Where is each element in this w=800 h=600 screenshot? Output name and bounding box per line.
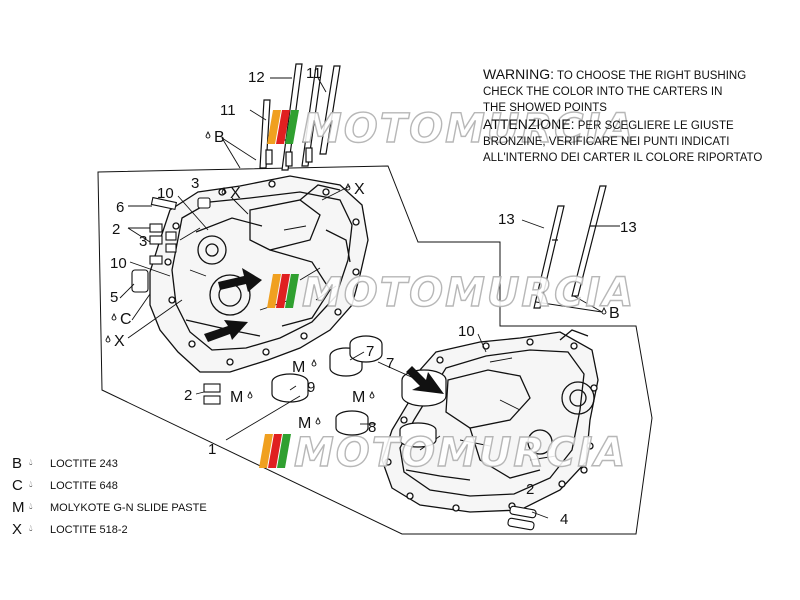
callout-x-left: X <box>114 333 125 350</box>
drop-icon: 💧︎ <box>29 523 33 533</box>
callout-labels: 12 11 11 B 3 X X 6 10 2 3 10 5 C X 13 13… <box>110 65 637 528</box>
warning-note: WARNING: TO CHOOSE THE RIGHT BUSHING CHE… <box>483 66 793 166</box>
legend-code: X <box>12 521 23 538</box>
leader-lines <box>119 77 620 519</box>
callout-7-b: 7 <box>386 355 394 372</box>
watermark-text: MOTOMURCIA <box>301 269 636 316</box>
watermark-text: MOTOMURCIA <box>293 429 628 476</box>
callout-x-top-2: X <box>354 181 365 198</box>
callout-3-top: 3 <box>191 175 199 192</box>
left-crankcase-half <box>149 175 369 373</box>
warning-line-it-3: ALL'INTERNO DEI CARTER IL COLORE RIPORTA… <box>483 152 763 164</box>
legend-row: B 💧︎ LOCTITE 243 <box>12 455 252 477</box>
sealant-legend: B 💧︎ LOCTITE 243 C 💧︎ LOCTITE 648 M 💧︎ M… <box>12 455 252 543</box>
callout-7-a: 7 <box>366 343 374 360</box>
callout-m-4: M <box>298 415 311 432</box>
callout-2-a: 2 <box>112 221 120 238</box>
callout-4: 4 <box>560 511 568 528</box>
legend-row: X 💧︎ LOCTITE 518-2 <box>12 521 252 543</box>
callout-b-top: B <box>214 129 225 146</box>
warning-it-head: ATTENZIONE: <box>483 116 575 132</box>
callout-10-c: 10 <box>458 323 475 340</box>
drop-glyphs <box>105 130 607 425</box>
watermark-flag-icon <box>267 110 300 144</box>
legend-row: C 💧︎ LOCTITE 648 <box>12 477 252 499</box>
callout-2-c: 2 <box>526 481 534 498</box>
warning-line-it-2: BRONZINE, VERIFICARE NEI PUNTI INDICATI <box>483 136 730 148</box>
callout-c: C <box>120 311 132 328</box>
watermark-flag-icon <box>267 274 300 308</box>
legend-desc: LOCTITE 518-2 <box>50 524 128 536</box>
callout-m-1: M <box>292 359 305 376</box>
callout-11-a: 11 <box>306 65 322 82</box>
assembly-frame <box>97 165 653 535</box>
legend-code: C <box>12 477 23 494</box>
callout-13-a: 13 <box>498 211 515 228</box>
callout-10-a: 10 <box>157 185 174 202</box>
warning-en-text-1: TO CHOOSE THE RIGHT BUSHING <box>557 70 747 82</box>
watermark-flag-icon <box>259 434 292 468</box>
callout-2-b: 2 <box>184 387 192 404</box>
legend-desc: LOCTITE 648 <box>50 480 118 492</box>
callout-8: 8 <box>368 419 376 436</box>
right-crankcase-half <box>381 329 599 513</box>
callout-m-3: M <box>352 389 365 406</box>
callout-13-b: 13 <box>620 219 637 236</box>
left-small-parts <box>131 196 221 405</box>
legend-code: M <box>12 499 25 516</box>
legend-code: B <box>12 455 23 472</box>
callout-b-right: B <box>609 305 620 322</box>
drop-icon: 💧︎ <box>29 501 33 511</box>
callout-1: 1 <box>208 441 216 458</box>
drop-icon: 💧︎ <box>29 457 33 467</box>
warning-line-it-1: ATTENZIONE: PER SCEGLIERE LE GIUSTE <box>483 116 793 134</box>
callout-12: 12 <box>248 69 265 86</box>
warning-line-en-2: CHECK THE COLOR INTO THE CARTERS IN <box>483 86 723 98</box>
callout-3-b: 3 <box>139 233 147 250</box>
warning-line-en-1: WARNING: TO CHOOSE THE RIGHT BUSHING <box>483 66 793 84</box>
drop-icon: 💧︎ <box>29 479 33 489</box>
warning-line-en-3: THE SHOWED POINTS <box>483 102 607 114</box>
studs-right <box>533 185 607 309</box>
right-dowels <box>507 505 537 531</box>
watermark-text: MOTOMURCIA <box>301 105 636 152</box>
legend-desc: LOCTITE 243 <box>50 458 118 470</box>
callout-5: 5 <box>110 289 118 306</box>
indicator-arrows <box>204 268 444 394</box>
warning-en-head: WARNING: <box>483 66 555 82</box>
warning-it-text-1: PER SCEGLIERE LE GIUSTE <box>577 120 734 132</box>
callout-x-top-1: X <box>230 185 241 202</box>
callout-11-b: 11 <box>220 102 236 119</box>
legend-desc: MOLYKOTE G-N SLIDE PASTE <box>50 502 207 514</box>
callout-6: 6 <box>116 199 124 216</box>
callout-10-b: 10 <box>110 255 127 272</box>
legend-row: M 💧︎ MOLYKOTE G-N SLIDE PASTE <box>12 499 252 521</box>
callout-m-2: M <box>230 389 243 406</box>
callout-9: 9 <box>307 379 315 396</box>
